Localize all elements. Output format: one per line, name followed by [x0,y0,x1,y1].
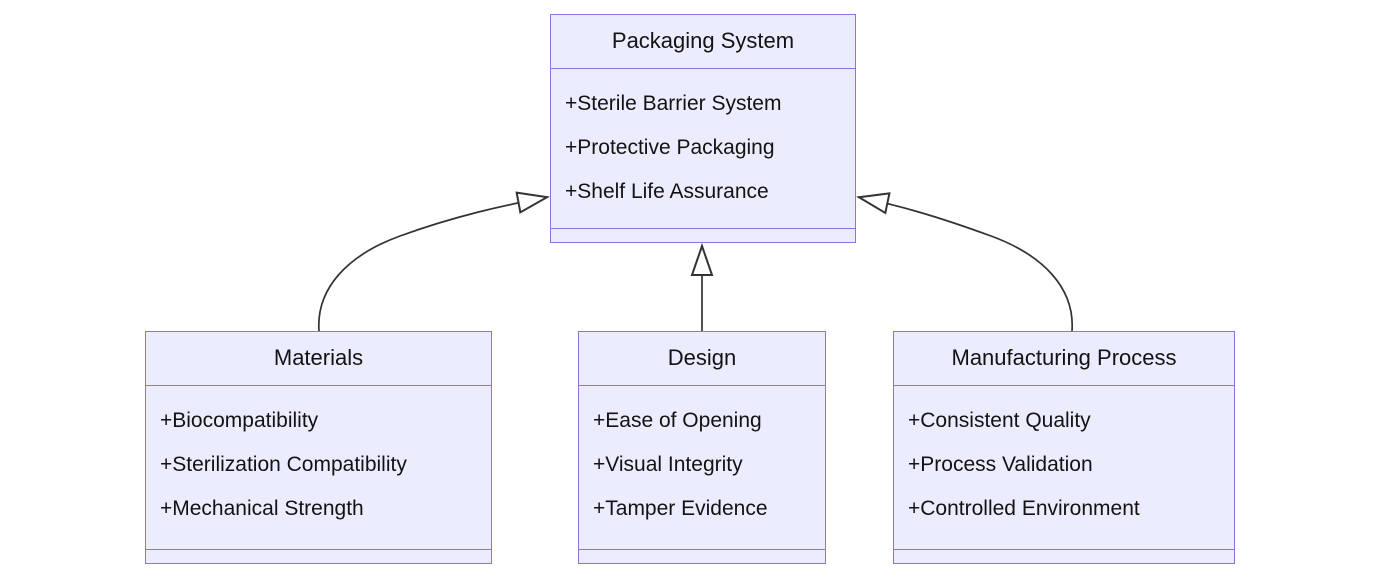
class-node-packaging-system: Packaging System +Sterile Barrier System… [550,14,856,243]
class-attributes: +Biocompatibility +Sterilization Compati… [146,386,491,549]
class-title: Packaging System [551,15,855,69]
class-attribute: +Controlled Environment [908,497,1140,520]
class-title: Materials [146,332,491,386]
class-attributes: +Ease of Opening +Visual Integrity +Tamp… [579,386,825,549]
class-attribute: +Shelf Life Assurance [565,180,769,203]
inheritance-edge-manufacturing-to-packaging [855,192,1073,332]
class-attribute: +Protective Packaging [565,136,775,159]
class-attribute: +Sterile Barrier System [565,92,782,115]
class-attribute: +Visual Integrity [593,453,743,476]
class-attribute: +Consistent Quality [908,409,1091,432]
class-methods-empty [894,548,1234,564]
class-attribute: +Biocompatibility [160,409,319,432]
class-title: Design [579,332,825,386]
class-node-manufacturing-process: Manufacturing Process +Consistent Qualit… [893,331,1235,564]
class-node-materials: Materials +Biocompatibility +Sterilizati… [145,331,492,564]
class-node-design: Design +Ease of Opening +Visual Integrit… [578,331,826,564]
class-attributes: +Sterile Barrier System +Protective Pack… [551,69,855,228]
class-attribute: +Sterilization Compatibility [160,453,407,476]
class-attribute: +Process Validation [908,453,1093,476]
inheritance-edge-materials-to-packaging [318,191,551,332]
class-methods-empty [146,548,491,564]
class-attribute: +Tamper Evidence [593,497,768,520]
class-attributes: +Consistent Quality +Process Validation … [894,386,1234,549]
class-title: Manufacturing Process [894,332,1234,386]
class-methods-empty [579,548,825,564]
class-attribute: +Mechanical Strength [160,497,364,520]
class-methods-empty [551,227,855,243]
class-attribute: +Ease of Opening [593,409,762,432]
